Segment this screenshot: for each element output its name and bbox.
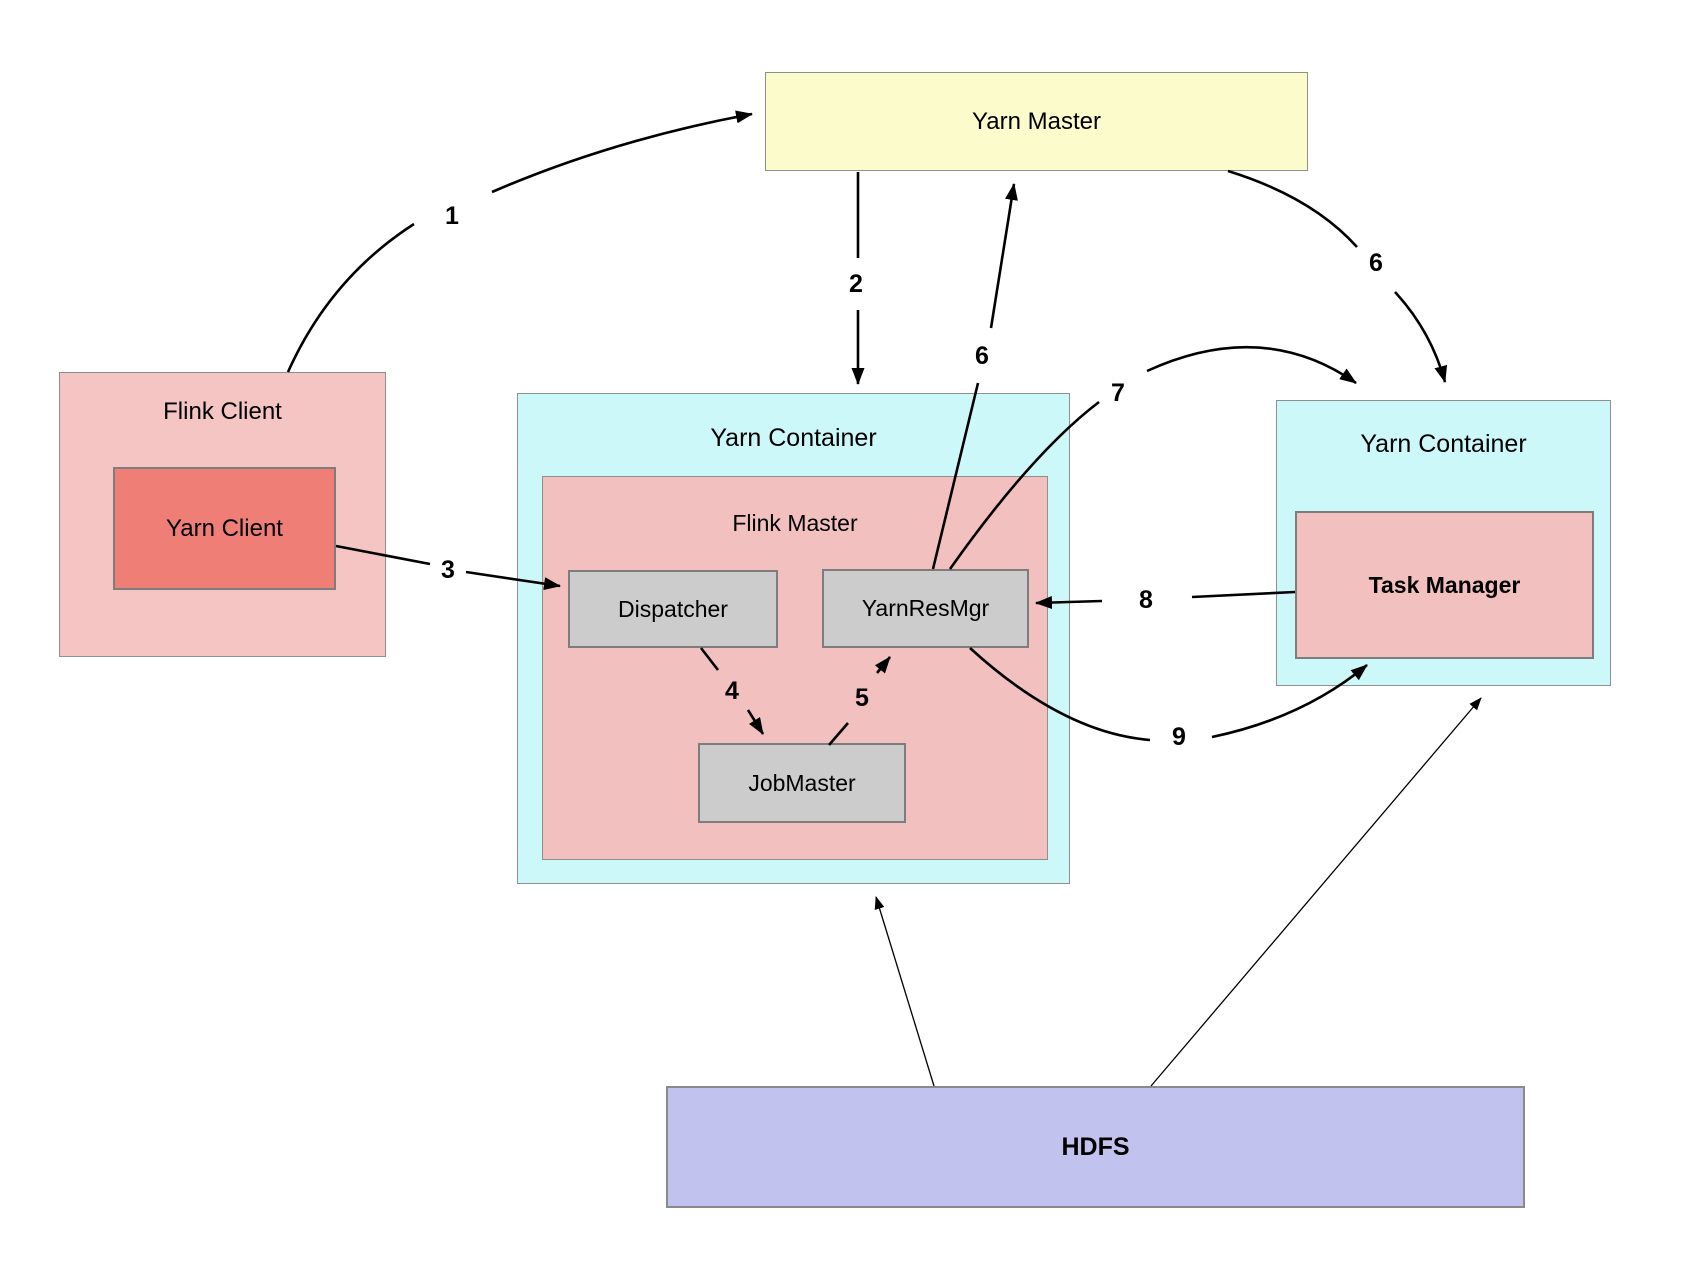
yarn-master-box: Yarn Master <box>765 72 1308 171</box>
flink-master-label: Flink Master <box>732 510 858 536</box>
edge-label-3: 3 <box>441 556 455 584</box>
task-manager-box: Task Manager <box>1295 511 1594 659</box>
edge-hdfs-flink-path <box>874 896 935 1087</box>
edge-1-path-b <box>491 110 753 194</box>
yarn-res-mgr-box: YarnResMgr <box>822 569 1029 648</box>
edge-label-6b: 6 <box>1369 249 1383 277</box>
edge-label-8: 8 <box>1139 586 1153 614</box>
hdfs-box: HDFS <box>666 1086 1525 1208</box>
job-master-box: JobMaster <box>698 743 906 823</box>
edge-label-2: 2 <box>849 270 863 298</box>
edge-label-6a: 6 <box>975 342 989 370</box>
yarn-res-mgr-label: YarnResMgr <box>861 595 990 621</box>
yarn-container-taskmanager-label: Yarn Container <box>1360 430 1527 458</box>
edge-1-path-a <box>286 222 415 373</box>
edge-label-1: 1 <box>445 202 459 230</box>
hdfs-label: HDFS <box>1061 1132 1130 1161</box>
edge-label-7: 7 <box>1111 379 1125 407</box>
task-manager-label: Task Manager <box>1368 571 1521 598</box>
edge-6b-path-a <box>1227 169 1358 248</box>
edge-6b-path-b <box>1394 291 1448 383</box>
flink-client-label: Flink Client <box>163 398 282 425</box>
dispatcher-label: Dispatcher <box>618 595 728 622</box>
yarn-client-box: Yarn Client <box>113 467 336 590</box>
edge-hdfs-tm-path <box>1150 697 1482 1087</box>
job-master-label: JobMaster <box>748 769 856 796</box>
edge-7-path-b <box>1146 345 1357 385</box>
edge-6a-path-b <box>989 183 1018 329</box>
edge-label-9: 9 <box>1172 723 1186 751</box>
dispatcher-box: Dispatcher <box>568 570 778 648</box>
yarn-master-label: Yarn Master <box>972 107 1101 135</box>
yarn-container-flink-label: Yarn Container <box>710 424 877 452</box>
yarn-client-label: Yarn Client <box>166 514 283 542</box>
